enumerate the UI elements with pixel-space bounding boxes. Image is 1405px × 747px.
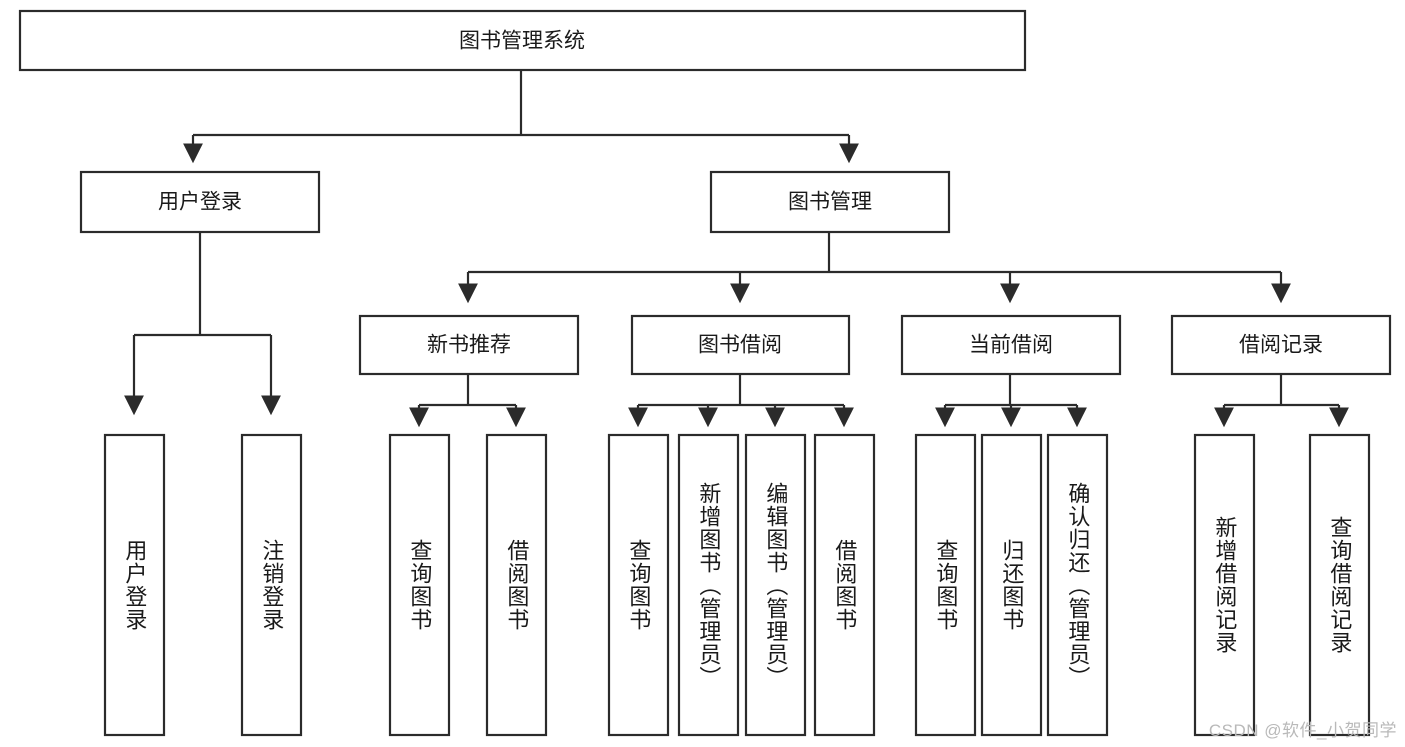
node-current-borrow-label: 当前借阅 — [969, 334, 1053, 357]
node-book-management-label: 图书管理 — [788, 191, 872, 214]
node-new-book-recommend-label: 新书推荐 — [427, 334, 511, 357]
node-book-borrow[interactable]: 图书借阅 — [630, 314, 851, 376]
leaf-boxes-book-borrow — [607, 433, 876, 737]
connector-new-book-to-leaves — [409, 374, 526, 428]
leaf-box-borrow-record-0[interactable] — [1193, 433, 1256, 737]
node-book-borrow-label: 图书借阅 — [698, 334, 782, 357]
leaf-box-book-borrow-3[interactable] — [813, 433, 876, 737]
connector-current-borrow-to-leaves — [935, 374, 1087, 428]
node-new-book-recommend[interactable]: 新书推荐 — [358, 314, 580, 376]
leaf-box-book-borrow-1[interactable] — [677, 433, 740, 737]
node-book-management[interactable]: 图书管理 — [709, 170, 951, 234]
leaf-boxes-current-borrow — [914, 433, 1109, 737]
node-borrow-record-label: 借阅记录 — [1239, 334, 1323, 357]
connector-root-to-level2 — [183, 70, 859, 164]
leaf-box-book-borrow-0[interactable] — [607, 433, 670, 737]
leaf-box-user-login-0[interactable] — [103, 433, 166, 737]
node-current-borrow[interactable]: 当前借阅 — [900, 314, 1122, 376]
leaf-boxes-user-login — [103, 433, 303, 737]
connector-user-login-to-leaves — [124, 233, 281, 416]
node-user-login-label: 用户登录 — [158, 191, 242, 214]
leaf-box-current-borrow-1[interactable] — [980, 433, 1043, 737]
node-borrow-record[interactable]: 借阅记录 — [1170, 314, 1392, 376]
leaf-box-user-login-1[interactable] — [240, 433, 303, 737]
leaf-boxes-borrow-record — [1193, 433, 1371, 737]
node-root-label: 图书管理系统 — [459, 30, 585, 53]
leaf-box-new-book-1[interactable] — [485, 433, 548, 737]
csdn-watermark: CSDN @软件_小贺同学 — [1208, 721, 1397, 740]
leaf-box-new-book-0[interactable] — [388, 433, 451, 737]
leaf-box-current-borrow-2[interactable] — [1046, 433, 1109, 737]
leaf-box-borrow-record-1[interactable] — [1308, 433, 1371, 737]
connector-book-borrow-to-leaves — [628, 374, 854, 428]
connector-borrow-record-to-leaves — [1214, 374, 1349, 428]
node-user-login[interactable]: 用户登录 — [79, 170, 321, 234]
leaf-box-current-borrow-0[interactable] — [914, 433, 977, 737]
node-root-system[interactable]: 图书管理系统 — [18, 9, 1027, 72]
leaf-boxes-new-book-recommend — [388, 433, 548, 737]
leaf-box-book-borrow-2[interactable] — [744, 433, 807, 737]
connector-book-mgmt-to-level3 — [458, 233, 1291, 304]
